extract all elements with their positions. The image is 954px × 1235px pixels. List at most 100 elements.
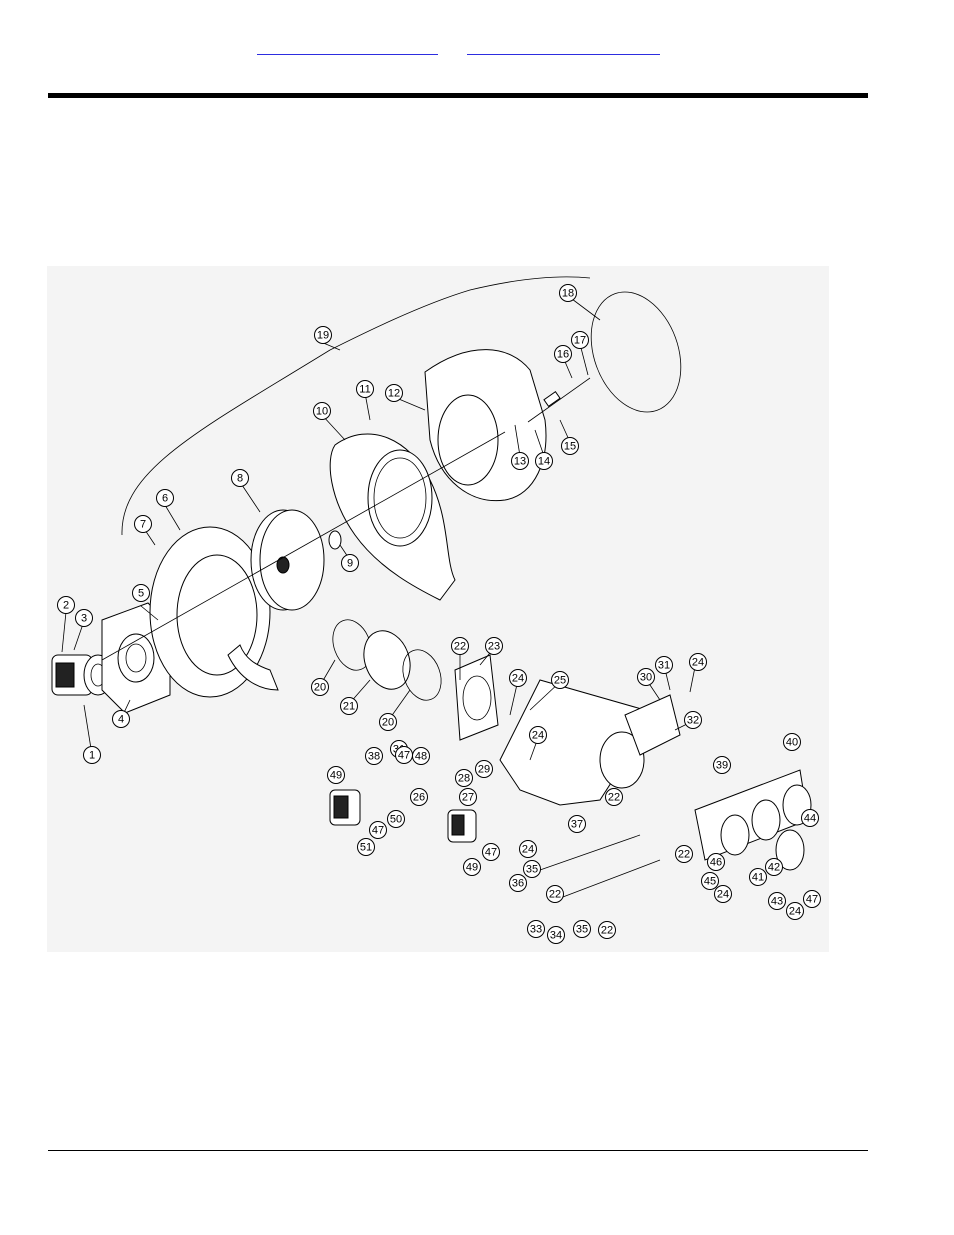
callout-number: 39 bbox=[716, 760, 728, 772]
callout-number: 24 bbox=[532, 730, 544, 742]
callout-51: 51 bbox=[357, 838, 375, 856]
header-link-1[interactable] bbox=[257, 42, 438, 55]
callout-49: 49 bbox=[463, 858, 481, 876]
callout-number: 6 bbox=[162, 493, 168, 505]
callout-number: 1 bbox=[89, 750, 95, 762]
header-link-2[interactable] bbox=[467, 42, 660, 55]
callout-number: 28 bbox=[458, 773, 470, 785]
assembly-axis-line bbox=[101, 431, 506, 661]
callout-number: 50 bbox=[390, 814, 402, 826]
tube-and-clamps bbox=[332, 619, 442, 701]
bearing-shaft bbox=[527, 377, 591, 423]
footer-rule bbox=[48, 1150, 868, 1151]
callout-17: 17 bbox=[571, 331, 589, 349]
callout-number: 24 bbox=[717, 889, 729, 901]
callout-number: 37 bbox=[571, 819, 583, 831]
callout-45: 45 bbox=[701, 872, 719, 890]
callout-number: 20 bbox=[314, 682, 326, 694]
callout-22: 22 bbox=[546, 885, 564, 903]
callout-number: 15 bbox=[564, 441, 576, 453]
shutoff-disc bbox=[775, 829, 805, 871]
callout-number: 22 bbox=[608, 792, 620, 804]
callout-number: 43 bbox=[771, 896, 783, 908]
callout-30: 30 bbox=[637, 668, 655, 686]
callout-32: 32 bbox=[684, 711, 702, 729]
callout-26: 26 bbox=[410, 788, 428, 806]
callout-31: 31 bbox=[655, 656, 673, 674]
callout-8: 8 bbox=[231, 469, 249, 487]
callout-6: 6 bbox=[156, 489, 174, 507]
electric-actuators bbox=[329, 789, 477, 843]
callout-23: 23 bbox=[485, 637, 503, 655]
callout-24: 24 bbox=[786, 902, 804, 920]
callout-33: 33 bbox=[527, 920, 545, 938]
callout-15: 15 bbox=[561, 437, 579, 455]
callout-41: 41 bbox=[749, 868, 767, 886]
callout-number: 24 bbox=[512, 673, 524, 685]
fan-hub bbox=[328, 530, 342, 550]
callout-11: 11 bbox=[356, 380, 374, 398]
callout-number: 25 bbox=[554, 675, 566, 687]
callout-number: 18 bbox=[562, 288, 574, 300]
air-manifold bbox=[499, 679, 646, 806]
callout-number: 8 bbox=[237, 473, 243, 485]
seal-ring bbox=[590, 291, 682, 413]
callout-number: 22 bbox=[549, 889, 561, 901]
callout-2: 2 bbox=[57, 596, 75, 614]
callout-number: 4 bbox=[118, 714, 124, 726]
callout-number: 17 bbox=[574, 335, 586, 347]
callout-number: 38 bbox=[368, 751, 380, 763]
callout-39: 39 bbox=[713, 756, 731, 774]
callout-49: 49 bbox=[327, 766, 345, 784]
callout-number: 33 bbox=[530, 924, 542, 936]
callout-number: 22 bbox=[601, 925, 613, 937]
callout-number: 24 bbox=[789, 906, 801, 918]
callout-24: 24 bbox=[519, 840, 537, 858]
callout-18: 18 bbox=[559, 284, 577, 302]
callout-13: 13 bbox=[511, 452, 529, 470]
callout-4: 4 bbox=[112, 710, 130, 728]
callout-29: 29 bbox=[475, 760, 493, 778]
callout-10: 10 bbox=[313, 402, 331, 420]
callout-number: 49 bbox=[466, 862, 478, 874]
callout-number: 22 bbox=[678, 849, 690, 861]
fan-wheel bbox=[250, 509, 325, 611]
callout-40: 40 bbox=[783, 733, 801, 751]
inlet-flange bbox=[454, 654, 499, 741]
callout-number: 22 bbox=[454, 641, 466, 653]
callout-37: 37 bbox=[568, 815, 586, 833]
callout-number: 29 bbox=[478, 764, 490, 776]
callout-50: 50 bbox=[387, 810, 405, 828]
callout-36: 36 bbox=[509, 874, 527, 892]
callout-12: 12 bbox=[385, 384, 403, 402]
callout-number: 26 bbox=[413, 792, 425, 804]
callout-number: 35 bbox=[526, 864, 538, 876]
callout-number: 42 bbox=[768, 862, 780, 874]
callout-3: 3 bbox=[75, 609, 93, 627]
callout-number: 10 bbox=[316, 406, 328, 418]
callout-number: 47 bbox=[398, 750, 410, 762]
callout-7: 7 bbox=[134, 515, 152, 533]
callout-number: 7 bbox=[140, 519, 146, 531]
callout-9: 9 bbox=[341, 554, 359, 572]
callout-number: 48 bbox=[415, 751, 427, 763]
callout-43: 43 bbox=[768, 892, 786, 910]
callout-34: 34 bbox=[547, 926, 565, 944]
callout-number: 47 bbox=[806, 894, 818, 906]
callout-22: 22 bbox=[675, 845, 693, 863]
bolt-strips bbox=[539, 834, 661, 901]
callout-24: 24 bbox=[714, 885, 732, 903]
callout-number: 31 bbox=[658, 660, 670, 672]
callout-27: 27 bbox=[459, 788, 477, 806]
callout-number: 36 bbox=[512, 878, 524, 890]
callout-22: 22 bbox=[598, 921, 616, 939]
callout-number: 35 bbox=[576, 924, 588, 936]
callout-14: 14 bbox=[535, 452, 553, 470]
callout-46: 46 bbox=[707, 853, 725, 871]
rear-housing bbox=[329, 433, 456, 601]
callout-number: 30 bbox=[640, 672, 652, 684]
callout-number: 32 bbox=[687, 715, 699, 727]
callout-5: 5 bbox=[132, 584, 150, 602]
side-bracket bbox=[624, 694, 681, 756]
